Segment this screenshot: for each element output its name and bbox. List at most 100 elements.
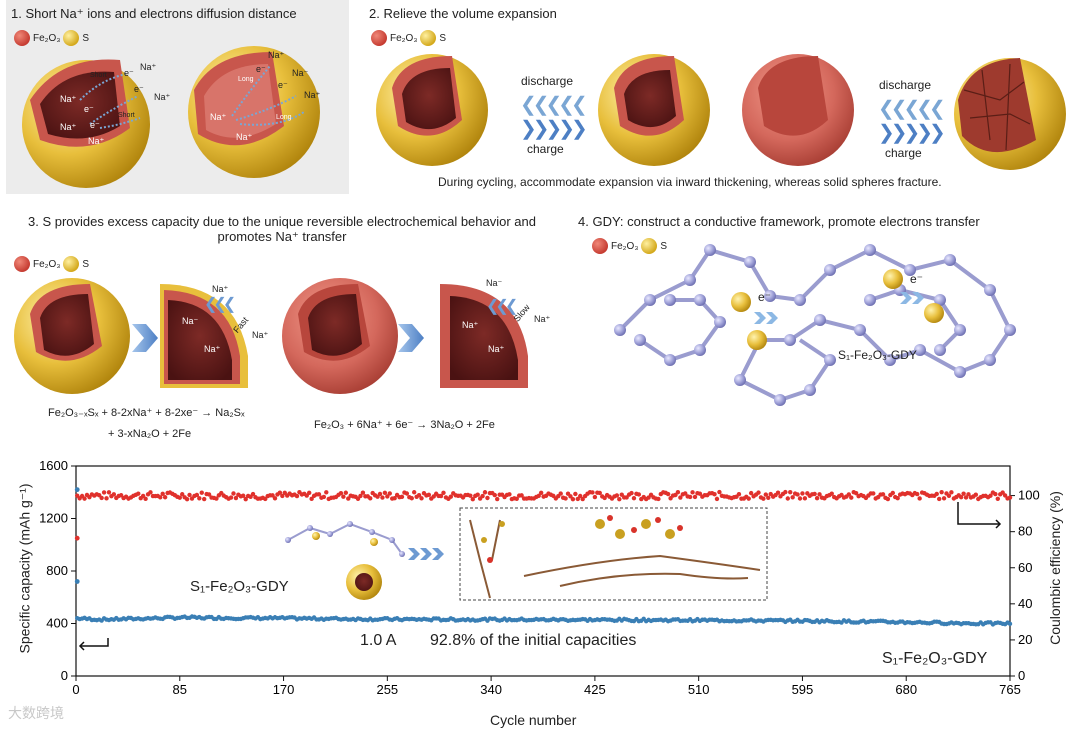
label-e2: e⁻ — [90, 120, 100, 130]
efficiency-point — [871, 491, 876, 496]
efficiency-point — [140, 493, 146, 499]
efficiency-point — [136, 491, 141, 496]
legend-label-s: S — [82, 32, 90, 44]
efficiency-point — [272, 496, 278, 501]
efficiency-point — [746, 496, 751, 501]
efficiency-point — [785, 496, 790, 501]
y2-tick-label: 20 — [1018, 632, 1032, 647]
x-tick-label: 170 — [273, 682, 295, 697]
panel-1-paths — [79, 65, 305, 129]
efficiency-point — [687, 494, 693, 500]
efficiency-point — [761, 496, 766, 501]
efficiency-point — [409, 496, 414, 501]
p4-electron-2: e⁻ — [910, 272, 924, 286]
panel-3-cutaway-1 — [160, 284, 248, 388]
efficiency-point — [184, 496, 190, 502]
efficiency-point — [377, 491, 383, 497]
efficiency-point — [573, 491, 578, 497]
panel-4-legend: Fe₂O₃ S — [592, 238, 667, 254]
efficiency-point — [617, 496, 622, 502]
panel-2-sphere-2 — [598, 54, 710, 166]
efficiency-point — [99, 495, 104, 501]
efficiency-point — [678, 495, 683, 500]
efficiency-point — [104, 496, 109, 501]
capacity-point-initial — [74, 579, 80, 584]
gdy-electron-arrows — [754, 292, 924, 324]
panel-1-sphere-short — [22, 59, 150, 188]
efficiency-point — [575, 496, 580, 502]
efficiency-point — [158, 495, 163, 500]
efficiency-point — [756, 490, 761, 495]
efficiency-point — [214, 496, 219, 501]
efficiency-point — [570, 496, 576, 502]
label-e3: e⁻ — [124, 68, 134, 78]
efficiency-point — [380, 495, 385, 500]
efficiency-point — [177, 495, 182, 500]
legend-label-fe2o3: Fe₂O₃ — [611, 240, 639, 252]
efficiency-point — [106, 490, 112, 495]
efficiency-point — [385, 494, 390, 499]
efficiency-point — [448, 494, 454, 499]
fe2o3-legend-icon — [371, 30, 387, 46]
p3-label-na3: Na⁺ — [204, 344, 221, 354]
efficiency-point — [426, 492, 432, 497]
efficiency-point — [995, 496, 1000, 501]
label-na3: Na⁺ — [88, 136, 105, 146]
s-legend-icon — [420, 30, 437, 46]
efficiency-point — [934, 491, 939, 497]
efficiency-point — [712, 492, 717, 497]
efficiency-point — [802, 496, 808, 501]
efficiency-point — [485, 495, 490, 501]
y2-tick-label: 40 — [1018, 596, 1032, 611]
efficiency-point — [538, 490, 544, 495]
s-legend-icon — [63, 256, 80, 272]
p3-label-na5: Na⁻ — [486, 278, 503, 288]
efficiency-point — [382, 490, 388, 495]
panel-2-arrows-3: ❮❮❮❮❮ — [878, 98, 946, 120]
x-tick-label: 340 — [480, 682, 502, 697]
efficiency-point — [714, 496, 720, 502]
x-tick-label: 0 — [72, 682, 79, 697]
efficiency-point — [665, 491, 671, 497]
panel-1-sphere-long — [188, 46, 320, 178]
efficiency-point — [201, 496, 207, 502]
efficiency-point — [416, 492, 422, 498]
efficiency-point — [817, 492, 822, 497]
efficiency-point — [895, 495, 900, 501]
efficiency-point — [148, 490, 153, 495]
efficiency-point — [250, 491, 256, 497]
efficiency-point — [775, 490, 781, 495]
efficiency-point — [885, 496, 891, 502]
capacity-point-initial-2 — [74, 487, 80, 493]
label-long2: Long — [276, 114, 292, 121]
panel-1-title: 1. Short Na⁺ ions and electrons diffusio… — [11, 6, 297, 21]
efficiency-point — [355, 496, 361, 501]
y-tick-label: 1200 — [39, 511, 68, 526]
s-legend-icon — [63, 30, 80, 46]
efficiency-point — [936, 496, 942, 502]
fe2o3-legend-icon — [592, 238, 608, 254]
efficiency-point — [475, 492, 480, 497]
panel-2-caption: During cycling, accommodate expansion vi… — [438, 175, 942, 189]
efficiency-point — [343, 490, 349, 495]
efficiency-point — [568, 494, 573, 499]
efficiency-point — [941, 496, 947, 501]
efficiency-point — [558, 491, 563, 496]
efficiency-point — [360, 490, 366, 495]
efficiency-point — [206, 492, 212, 497]
efficiency-point — [961, 491, 966, 496]
p3-fast-arrows: ❮❮❮ — [204, 296, 236, 313]
panel-3-sphere-1 — [14, 278, 130, 394]
efficiency-point — [277, 490, 283, 495]
efficiency-point — [636, 492, 642, 497]
p3-label-na4: Na⁺ — [252, 330, 269, 340]
efficiency-point — [468, 493, 473, 498]
chart-retention-label: 92.8% of the initial capacities — [430, 632, 637, 649]
s-legend-icon — [641, 238, 658, 254]
y-tick-label: 1600 — [39, 458, 68, 473]
efficiency-point — [346, 496, 351, 501]
efficiency-point — [507, 492, 512, 497]
efficiency-point — [917, 496, 922, 501]
efficiency-point — [790, 495, 795, 500]
